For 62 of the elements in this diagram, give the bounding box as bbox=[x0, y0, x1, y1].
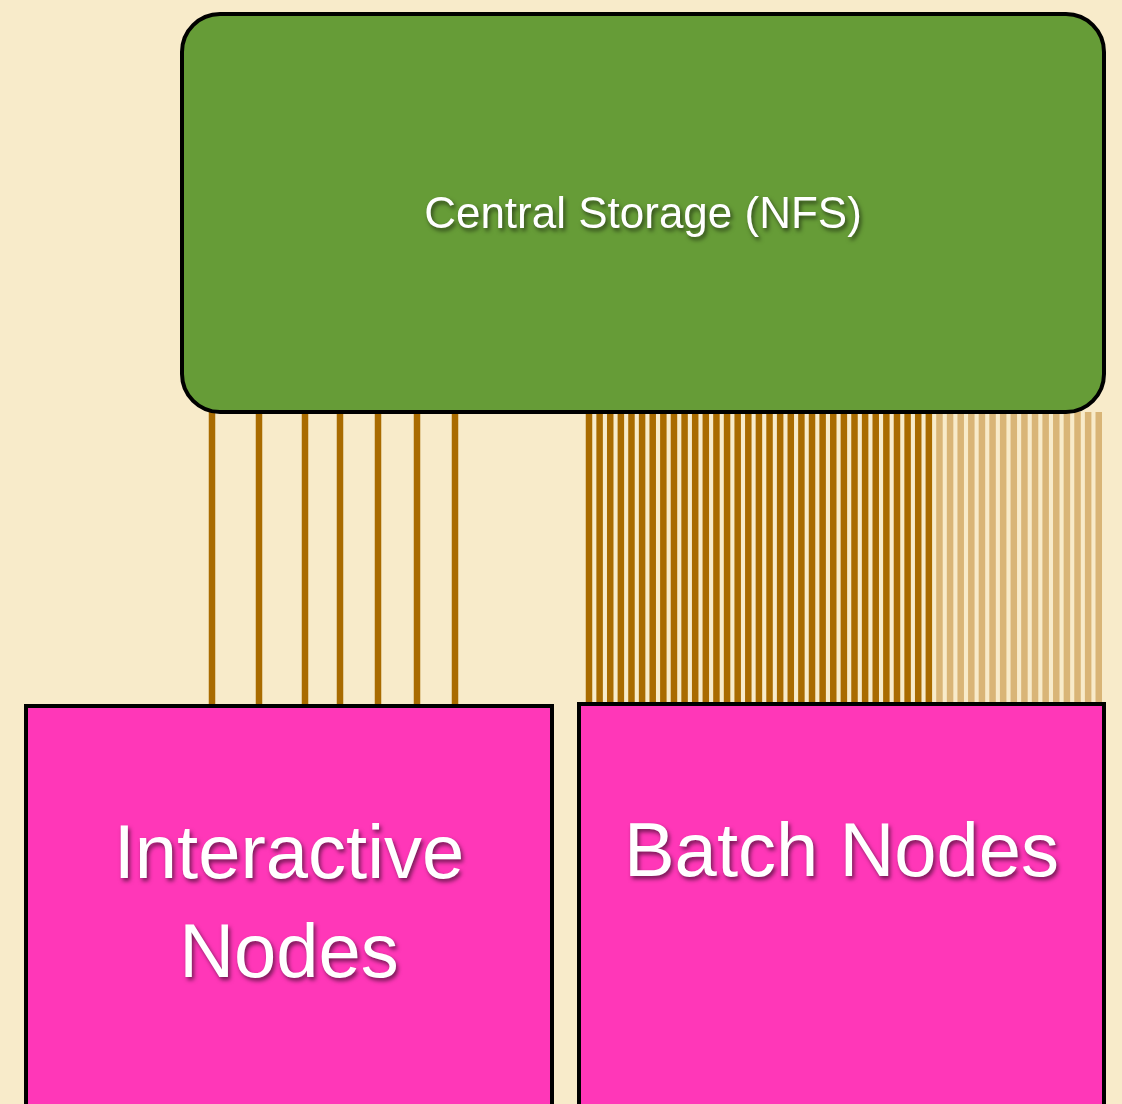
connector-line bbox=[989, 412, 996, 704]
connector-line bbox=[1084, 412, 1092, 704]
connector-line bbox=[301, 412, 309, 706]
connector-line bbox=[255, 412, 263, 706]
connector-line bbox=[713, 412, 720, 704]
connector-line bbox=[978, 412, 986, 704]
connector-line bbox=[755, 412, 763, 704]
connector-line bbox=[830, 412, 837, 704]
connector-line bbox=[734, 412, 741, 704]
node-label: Central Storage (NFS) bbox=[424, 187, 862, 240]
connector-line bbox=[808, 412, 816, 704]
connector-line bbox=[670, 412, 678, 704]
connector-line bbox=[628, 412, 635, 704]
connector-line bbox=[681, 412, 688, 704]
connector-line bbox=[660, 412, 667, 704]
connector-line bbox=[691, 412, 699, 704]
connector-line bbox=[766, 412, 773, 704]
connector-line bbox=[776, 412, 784, 704]
storage-box bbox=[180, 12, 1106, 414]
connector-line bbox=[208, 412, 216, 706]
connector-line bbox=[1021, 412, 1028, 704]
connector-line bbox=[1063, 412, 1071, 704]
node-group-box bbox=[24, 704, 554, 1104]
connector-line bbox=[649, 412, 656, 704]
connector-line bbox=[946, 412, 954, 704]
connector-line bbox=[596, 412, 603, 704]
connector-line bbox=[914, 412, 922, 704]
connector-line bbox=[819, 412, 826, 704]
connector-line bbox=[861, 412, 869, 704]
connector-line bbox=[1095, 412, 1102, 704]
node-label: Batch Nodes bbox=[623, 806, 1060, 894]
connector-line bbox=[904, 412, 911, 704]
connector-line bbox=[723, 412, 731, 704]
connector-line bbox=[451, 412, 459, 706]
connector-line bbox=[872, 412, 879, 704]
connector-line bbox=[374, 412, 382, 706]
connector-line bbox=[893, 412, 901, 704]
node-label: Interactive Nodes bbox=[112, 808, 466, 995]
connector-line bbox=[617, 412, 625, 704]
connector-line bbox=[1010, 412, 1018, 704]
connector-line bbox=[957, 412, 964, 704]
connector-line bbox=[1074, 412, 1081, 704]
connector-line bbox=[851, 412, 858, 704]
connector-line bbox=[638, 412, 646, 704]
connector-line bbox=[936, 412, 943, 704]
connector-line bbox=[883, 412, 890, 704]
connector-line bbox=[968, 412, 975, 704]
connector-line bbox=[1042, 412, 1049, 704]
connector-line bbox=[336, 412, 344, 706]
connector-line bbox=[702, 412, 710, 704]
connector-line bbox=[787, 412, 795, 704]
connector-line bbox=[798, 412, 805, 704]
connector-line bbox=[1053, 412, 1060, 704]
connector-line bbox=[1031, 412, 1039, 704]
connector-line bbox=[413, 412, 421, 706]
node-group-box bbox=[577, 702, 1106, 1104]
connector-line bbox=[999, 412, 1007, 704]
connector-line bbox=[745, 412, 752, 704]
connector-line bbox=[585, 412, 593, 704]
connector-line bbox=[840, 412, 848, 704]
connector-line bbox=[607, 412, 614, 704]
connector-line bbox=[925, 412, 933, 704]
